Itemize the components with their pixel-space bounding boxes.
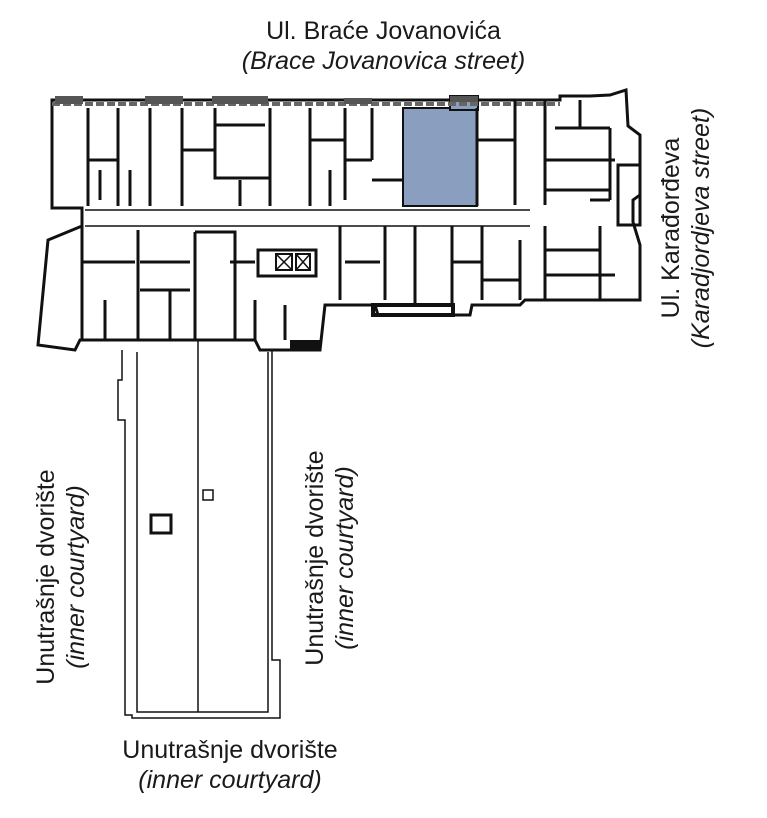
bay <box>55 96 83 104</box>
courtyard-name: Unutrašnje dvorište <box>32 469 60 685</box>
street-name: Ul. Karađorđeva <box>657 137 685 319</box>
bay <box>145 96 183 104</box>
bay <box>450 96 478 102</box>
highlighted-apartment[interactable] <box>402 107 478 207</box>
balcony <box>290 340 320 350</box>
courtyard-translation: (inner courtyard) <box>62 485 90 669</box>
upper-wing-outline <box>36 87 642 352</box>
courtyard-name: Unutrašnje dvorište <box>301 450 329 666</box>
lower-rooms <box>80 226 615 340</box>
courtyard-label-left: Unutrašnje dvorište (inner courtyard) <box>31 437 111 717</box>
balcony <box>616 163 642 227</box>
corridor <box>85 209 530 227</box>
courtyard-name: Unutrašnje dvorište <box>122 736 338 764</box>
street-label-right: Ul. Karađorđeva (Karadjordjeva street) <box>656 78 736 378</box>
upper-rooms <box>86 100 615 206</box>
elevator-core <box>256 248 318 278</box>
street-translation: (Karadjordjeva street) <box>687 107 715 349</box>
elevator-shaft <box>275 253 293 271</box>
elevator-shaft <box>295 253 311 271</box>
bay <box>212 96 268 104</box>
courtyard-label-middle: Unutrašnje dvorište (inner courtyard) <box>300 418 380 698</box>
courtyard-translation: (inner courtyard) <box>138 766 322 794</box>
balcony <box>371 303 455 317</box>
elevator-cross <box>275 253 293 271</box>
street-translation: (Brace Jovanovica street) <box>241 47 526 75</box>
street-name: Ul. Braće Jovanovića <box>266 17 501 45</box>
courtyard-wing-outline <box>117 350 281 719</box>
courtyard-translation: (inner courtyard) <box>331 466 359 650</box>
courtyard-label-bottom: Unutrašnje dvorište (inner courtyard) <box>40 735 420 795</box>
street-label-top: Ul. Braće Jovanovića (Brace Jovanovica s… <box>0 16 767 76</box>
elevator-cross <box>295 253 311 271</box>
courtyard-column <box>149 513 173 535</box>
bay <box>344 98 372 104</box>
courtyard-column-small <box>202 489 214 501</box>
courtyard-inner-outline <box>136 352 269 713</box>
